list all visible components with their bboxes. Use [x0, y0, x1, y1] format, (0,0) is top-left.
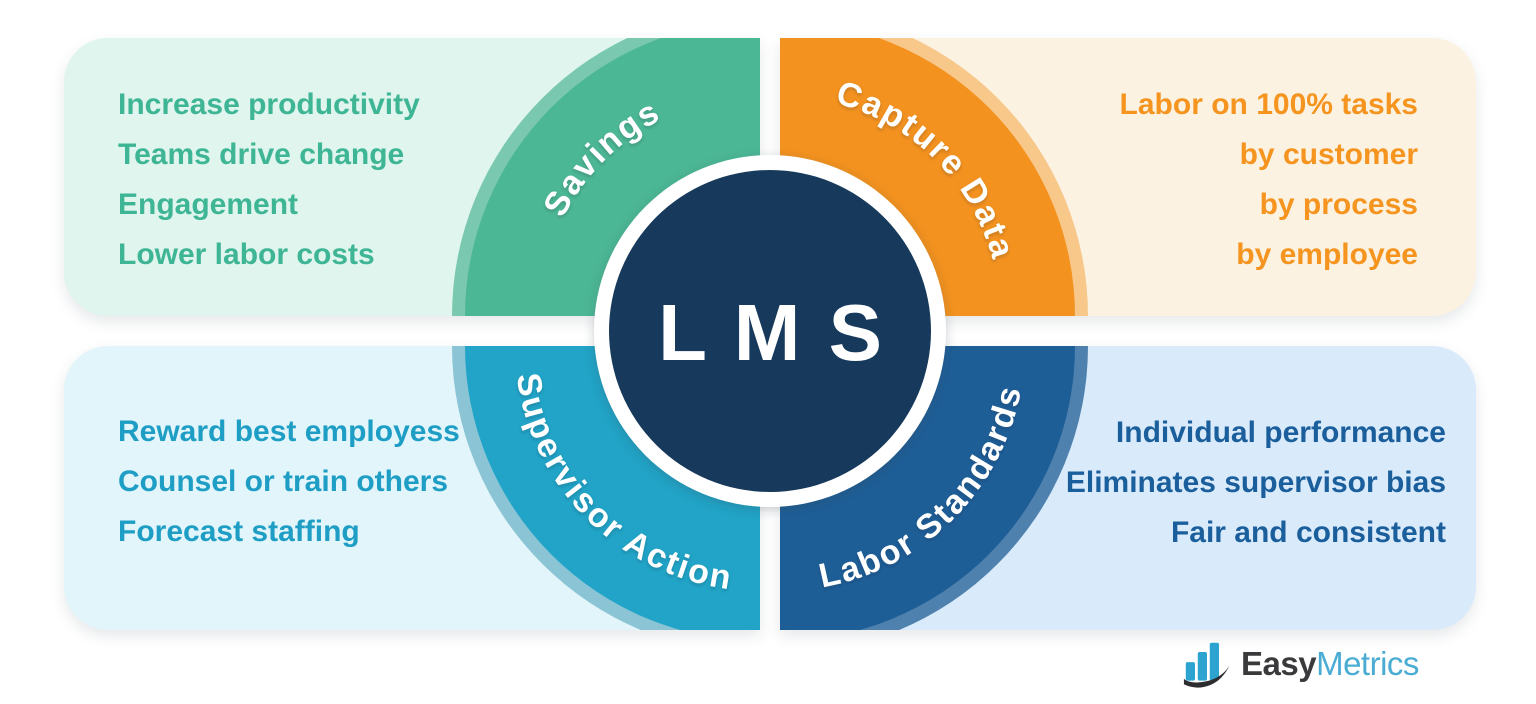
logo-wordmark: EasyMetrics [1241, 645, 1419, 683]
list-item: Reward best employess [118, 415, 460, 448]
list-item: Increase productivity [118, 88, 420, 121]
panel-savings: Increase productivity Teams drive change… [64, 38, 760, 316]
list-item: Labor on 100% tasks [1119, 88, 1418, 121]
list-item: Eliminates supervisor bias [1065, 466, 1446, 499]
list-item: Lower labor costs [118, 238, 375, 271]
list-item: Individual performance [1115, 416, 1446, 449]
logo-text-easy: Easy [1241, 645, 1317, 682]
list-item: by employee [1236, 238, 1418, 271]
bar-chart-swoosh-icon [1183, 642, 1230, 688]
list-item: by process [1259, 188, 1418, 221]
panel-capture-data: Labor on 100% tasks by customer by proce… [780, 38, 1476, 316]
list-item: Fair and consistent [1170, 516, 1446, 549]
capture-data-items-list: Labor on 100% tasks by customer by proce… [1120, 80, 1418, 280]
supervisor-action-items-list: Reward best employess Counsel or train o… [118, 407, 460, 557]
list-item: Teams drive change [118, 138, 405, 171]
panel-labor-standards: Individual performance Eliminates superv… [780, 346, 1476, 630]
savings-items-list: Increase productivity Teams drive change… [118, 80, 420, 280]
list-item: Forecast staffing [118, 515, 360, 548]
list-item: by customer [1239, 138, 1418, 171]
list-item: Counsel or train others [118, 465, 449, 498]
panel-supervisor-action: Reward best employess Counsel or train o… [64, 346, 760, 630]
labor-standards-items-list: Individual performance Eliminates superv… [1066, 408, 1446, 558]
list-item: Engagement [118, 188, 299, 221]
easymetrics-logo: EasyMetrics [1183, 640, 1419, 688]
logo-text-metrics: Metrics [1316, 645, 1419, 682]
